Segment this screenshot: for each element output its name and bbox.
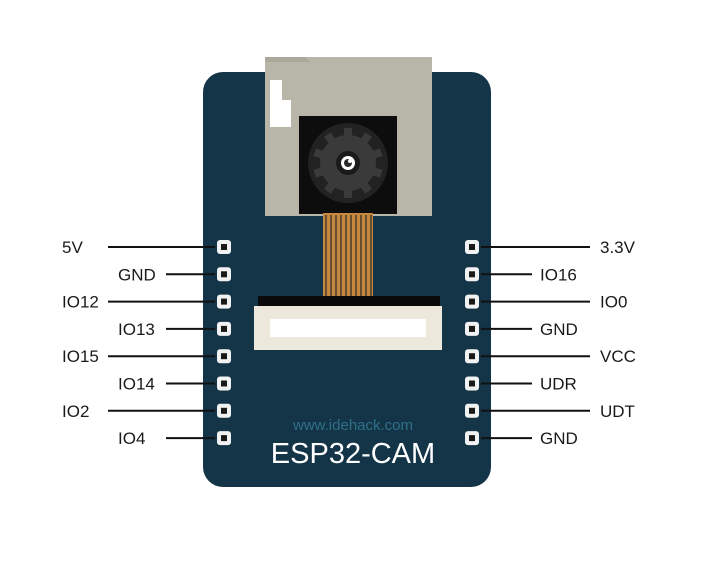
pin-hole-icon bbox=[469, 298, 475, 305]
ribbon-cable bbox=[323, 213, 373, 297]
pin-hole-icon bbox=[221, 271, 227, 278]
pin-label-left-1: 5V bbox=[62, 238, 83, 257]
watermark-text: www.idehack.com bbox=[292, 417, 413, 434]
pin-hole-icon bbox=[221, 325, 227, 332]
pin-label-left-3: IO12 bbox=[62, 293, 99, 312]
pin-hole-icon bbox=[221, 407, 227, 414]
pin-label-left-7: IO2 bbox=[62, 402, 89, 421]
pin-label-right-8: GND bbox=[540, 429, 578, 448]
pin-label-left-6: IO14 bbox=[118, 375, 155, 394]
pin-label-left-4: IO13 bbox=[118, 320, 155, 339]
pin-hole-icon bbox=[469, 407, 475, 414]
pin-label-left-2: GND bbox=[118, 265, 156, 284]
fpc-connector bbox=[254, 296, 442, 350]
camera-module bbox=[299, 116, 397, 214]
pin-hole-icon bbox=[221, 380, 227, 387]
pin-hole-icon bbox=[221, 353, 227, 360]
pin-label-right-2: IO16 bbox=[540, 265, 577, 284]
pin-label-right-1: 3.3V bbox=[600, 238, 636, 257]
pin-hole-icon bbox=[469, 380, 475, 387]
pin-hole-icon bbox=[221, 435, 227, 442]
pin-hole-icon bbox=[469, 244, 475, 250]
pin-hole-icon bbox=[469, 435, 475, 442]
pin-label-left-8: IO4 bbox=[118, 429, 145, 448]
pin-hole-icon bbox=[221, 244, 227, 250]
pin-hole-icon bbox=[221, 298, 227, 305]
pin-label-right-5: VCC bbox=[600, 347, 636, 366]
pin-hole-icon bbox=[469, 325, 475, 332]
pin-label-right-6: UDR bbox=[540, 375, 577, 394]
pin-label-right-7: UDT bbox=[600, 402, 635, 421]
board-title: ESP32-CAM bbox=[271, 438, 435, 470]
pin-label-right-3: IO0 bbox=[600, 293, 627, 312]
pin-label-left-5: IO15 bbox=[62, 347, 99, 366]
pin-label-right-4: GND bbox=[540, 320, 578, 339]
pin-header-group: 5VGNDIO12IO13IO15IO14IO2IO43.3VIO16IO0GN… bbox=[62, 238, 636, 448]
pin-hole-icon bbox=[469, 271, 475, 278]
pin-hole-icon bbox=[469, 353, 475, 360]
